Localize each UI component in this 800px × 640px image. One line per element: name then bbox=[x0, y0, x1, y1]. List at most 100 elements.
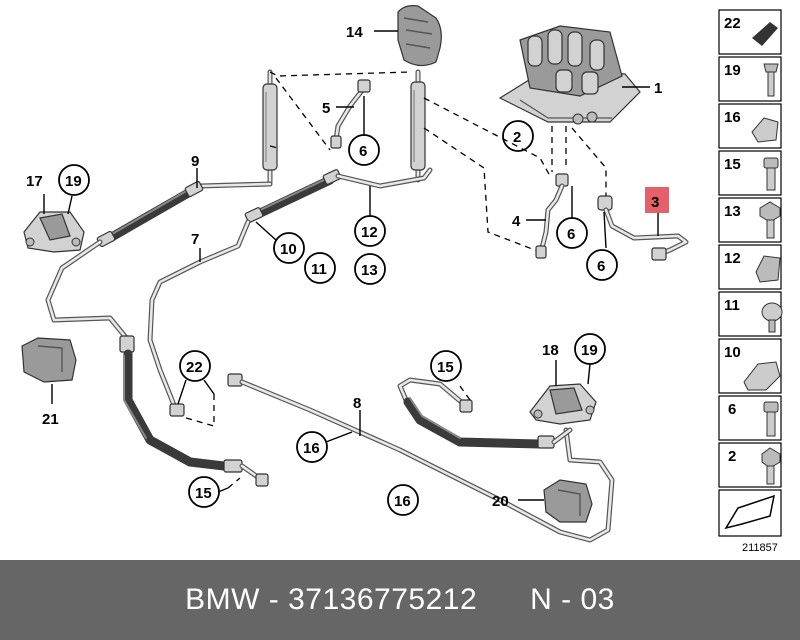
callout-circle-6a bbox=[348, 134, 380, 166]
callout-circle-11 bbox=[304, 252, 336, 284]
flange-bolt-icon bbox=[761, 447, 781, 485]
callout-9: 9 bbox=[191, 153, 199, 170]
callout-6c: 6 bbox=[597, 258, 605, 275]
part-18-bracket bbox=[529, 383, 597, 425]
callout-circle-19a bbox=[58, 164, 90, 196]
leader-6c bbox=[603, 211, 607, 249]
bracket-icon bbox=[743, 361, 781, 391]
callout-21: 21 bbox=[42, 411, 59, 428]
callout-circle-16a bbox=[296, 431, 328, 463]
leader-10 bbox=[255, 221, 277, 241]
lower-right-hose bbox=[397, 377, 573, 449]
hex-bolt-icon bbox=[759, 201, 781, 239]
dash-right-top bbox=[423, 97, 551, 177]
callout-6b: 6 bbox=[567, 226, 575, 243]
part-20-clip bbox=[543, 479, 593, 523]
callout-16b: 16 bbox=[394, 493, 411, 510]
callout-circle-6b bbox=[556, 217, 588, 249]
dash-block-3 bbox=[571, 127, 607, 196]
callout-box-3-highlight bbox=[645, 187, 669, 213]
callout-7: 7 bbox=[191, 231, 199, 248]
legend-label-12: 12 bbox=[724, 250, 741, 267]
callout-19a: 19 bbox=[65, 173, 82, 190]
callout-1: 1 bbox=[654, 80, 662, 97]
callout-circle-2 bbox=[502, 120, 534, 152]
lower-left-hose bbox=[119, 335, 269, 487]
legend-label-13: 13 bbox=[724, 203, 741, 220]
callout-5: 5 bbox=[322, 100, 330, 117]
callout-11: 11 bbox=[311, 261, 327, 278]
legend-column: 22 19 16 15 13 12 11 bbox=[718, 9, 783, 554]
callout-10: 10 bbox=[280, 241, 297, 258]
legend-label-11: 11 bbox=[724, 297, 740, 314]
legend-label-10: 10 bbox=[724, 344, 741, 361]
rivet-icon bbox=[761, 302, 783, 333]
callout-circle-10 bbox=[273, 232, 305, 264]
callout-4: 4 bbox=[512, 213, 521, 230]
part-3-pipe bbox=[597, 195, 689, 261]
part-21-clip bbox=[21, 337, 77, 383]
legend-label-2: 2 bbox=[728, 448, 736, 465]
dash-15b bbox=[459, 385, 471, 401]
legend-label-16: 16 bbox=[724, 109, 741, 126]
leader-19a bbox=[67, 195, 73, 215]
leader-19b bbox=[587, 363, 591, 385]
clip-icon bbox=[751, 117, 779, 143]
dash-22 bbox=[185, 394, 215, 427]
callout-14: 14 bbox=[346, 24, 363, 41]
callout-22: 22 bbox=[186, 359, 203, 376]
dash-top-link bbox=[269, 71, 411, 77]
dash-5-link bbox=[275, 77, 331, 151]
holder-icon bbox=[755, 255, 781, 283]
callout-16a: 16 bbox=[303, 440, 320, 457]
grommet-icon bbox=[752, 22, 778, 46]
callout-13: 13 bbox=[361, 262, 378, 279]
legend-label-15: 15 bbox=[724, 156, 741, 173]
callout-12: 12 bbox=[361, 224, 378, 241]
callout-15a: 15 bbox=[195, 485, 212, 502]
bolt-icon bbox=[763, 63, 779, 97]
callout-19b: 19 bbox=[581, 342, 598, 359]
dash-left-mid bbox=[269, 145, 279, 149]
callout-circle-22 bbox=[179, 350, 211, 382]
leader-16a bbox=[325, 431, 353, 443]
leader-22b bbox=[203, 379, 215, 395]
callout-circle-12 bbox=[354, 215, 386, 247]
part-4-pipe bbox=[535, 173, 569, 259]
callout-circle-16b bbox=[387, 484, 419, 516]
callout-circle-15a bbox=[188, 476, 220, 508]
callout-17: 17 bbox=[26, 173, 43, 190]
leader-22a bbox=[177, 379, 187, 405]
callout-circle-13 bbox=[354, 253, 386, 285]
callout-18: 18 bbox=[542, 342, 559, 359]
part-12-hose bbox=[147, 167, 433, 417]
part-8-pipe bbox=[227, 373, 615, 543]
callout-2: 2 bbox=[513, 129, 521, 146]
reference-number: 211857 bbox=[742, 542, 778, 554]
callout-circle-6c bbox=[586, 249, 618, 281]
callout-3: 3 bbox=[651, 194, 659, 211]
parts-diagram: 14 1 2 bbox=[21, 5, 783, 554]
part-1-valve-block bbox=[498, 25, 641, 125]
callout-8: 8 bbox=[353, 395, 361, 412]
legend-label-22: 22 bbox=[724, 15, 741, 32]
part-14-bracket bbox=[397, 5, 442, 67]
callout-6a: 6 bbox=[359, 143, 367, 160]
legend-label-6: 6 bbox=[728, 401, 736, 418]
vertical-pipe-right bbox=[410, 69, 426, 183]
legend-label-19: 19 bbox=[724, 62, 741, 79]
arrow-icon bbox=[724, 494, 775, 530]
callout-circle-15b bbox=[430, 350, 462, 382]
screw-icon bbox=[763, 157, 779, 191]
callout-15b: 15 bbox=[437, 359, 454, 376]
vertical-pipe-left bbox=[262, 69, 278, 185]
footer-part-text: BMW - 37136775212 N - 03 bbox=[185, 583, 615, 616]
footer-bar: BMW - 37136775212 N - 03 bbox=[0, 560, 800, 640]
part-17-bracket bbox=[23, 211, 85, 253]
dash-right-mid bbox=[423, 127, 541, 253]
dash-15a bbox=[227, 477, 241, 489]
callout-20: 20 bbox=[492, 493, 509, 510]
allen-screw-icon bbox=[763, 401, 779, 437]
part-5-pipe bbox=[330, 79, 371, 149]
